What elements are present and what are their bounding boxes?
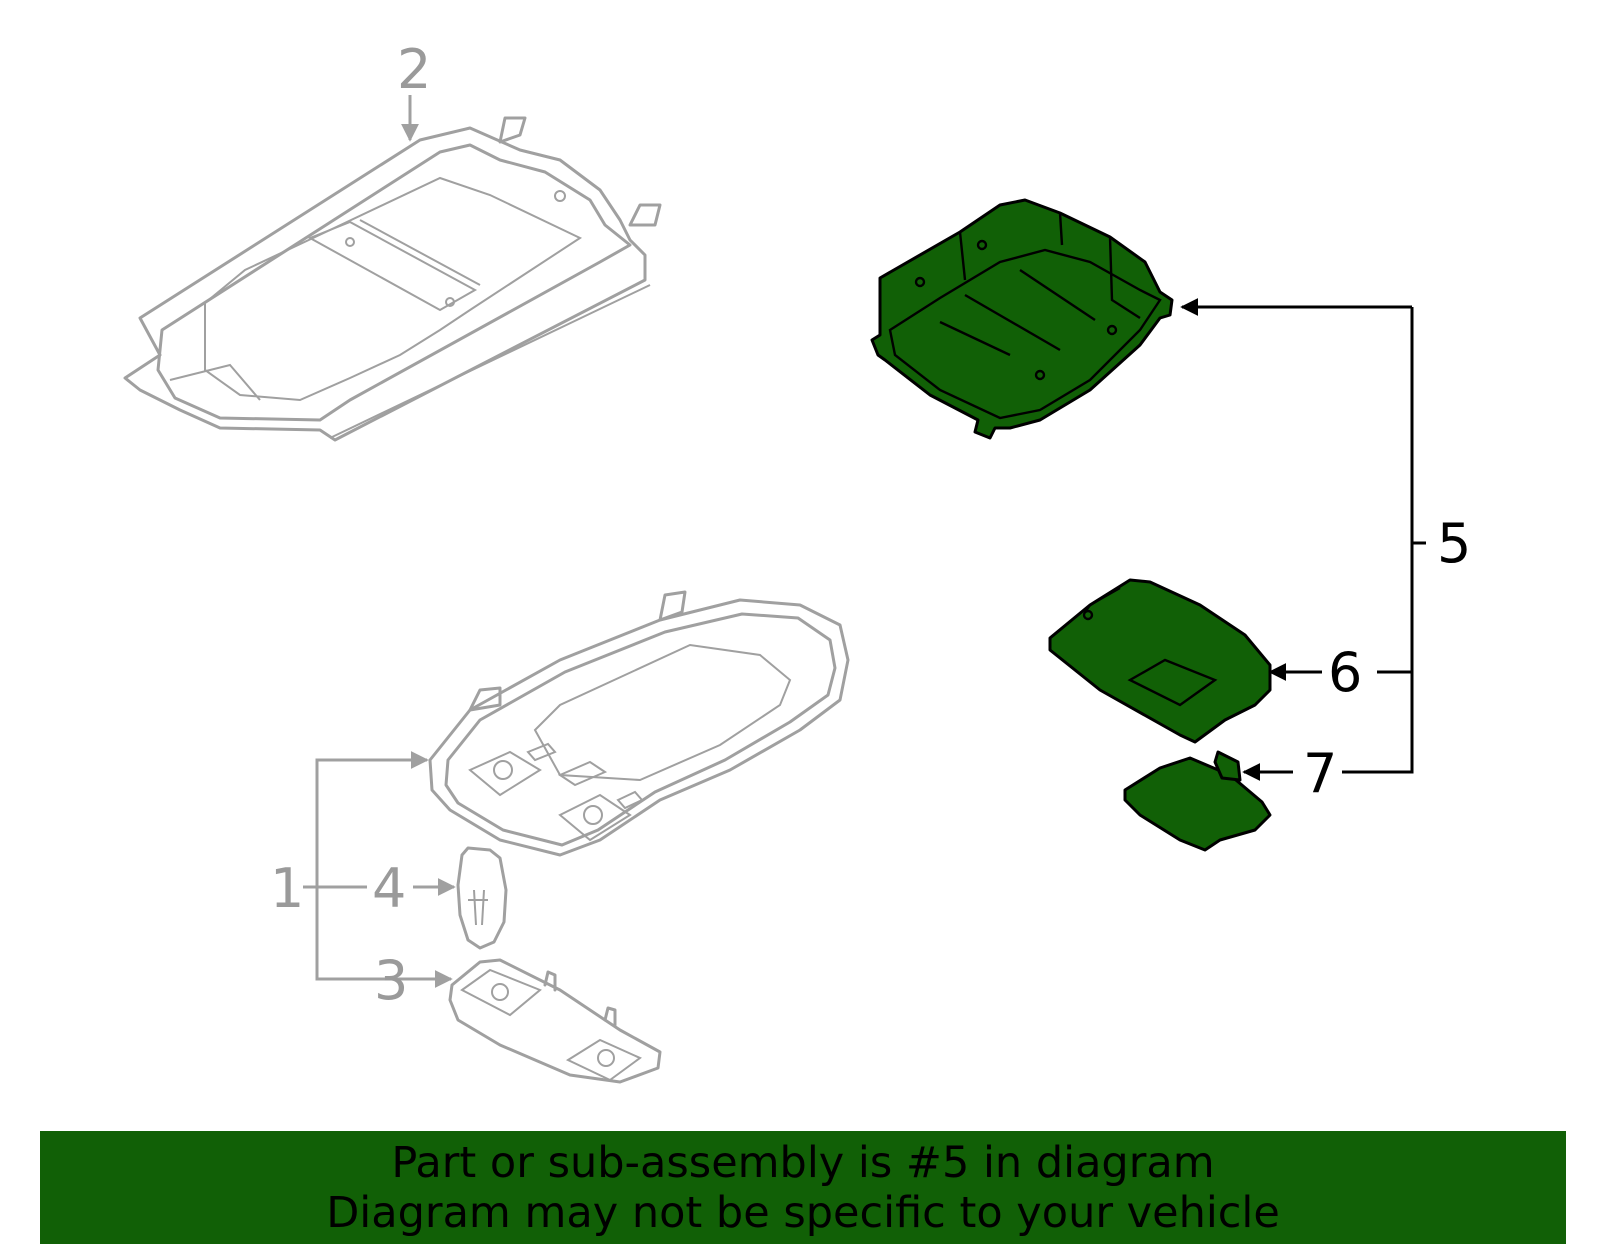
- part-1-overhead-console: [428, 590, 850, 857]
- callout-1: 1: [270, 857, 304, 920]
- callout-5: 5: [1437, 512, 1471, 575]
- part-6-cover: [1048, 578, 1272, 744]
- leader-lines-gray: [303, 95, 456, 988]
- leader-lines-black: [1180, 298, 1426, 781]
- part-3-lens: [448, 958, 662, 1084]
- part-7-small-cover: [1123, 750, 1272, 852]
- callout-7: 7: [1303, 742, 1337, 805]
- part-4-bulb: [456, 846, 508, 950]
- callout-6: 6: [1328, 641, 1362, 704]
- banner-line-disclaimer: Diagram may not be specific to your vehi…: [326, 1187, 1280, 1238]
- callout-4: 4: [372, 857, 406, 920]
- part-5-housing: [870, 198, 1174, 440]
- info-banner: Part or sub-assembly is #5 in diagram Di…: [40, 1131, 1566, 1244]
- callout-3: 3: [374, 949, 408, 1012]
- part-2-headliner-frame: [123, 116, 662, 442]
- callout-2: 2: [397, 38, 431, 101]
- banner-line-part: Part or sub-assembly is #5 in diagram: [391, 1137, 1215, 1188]
